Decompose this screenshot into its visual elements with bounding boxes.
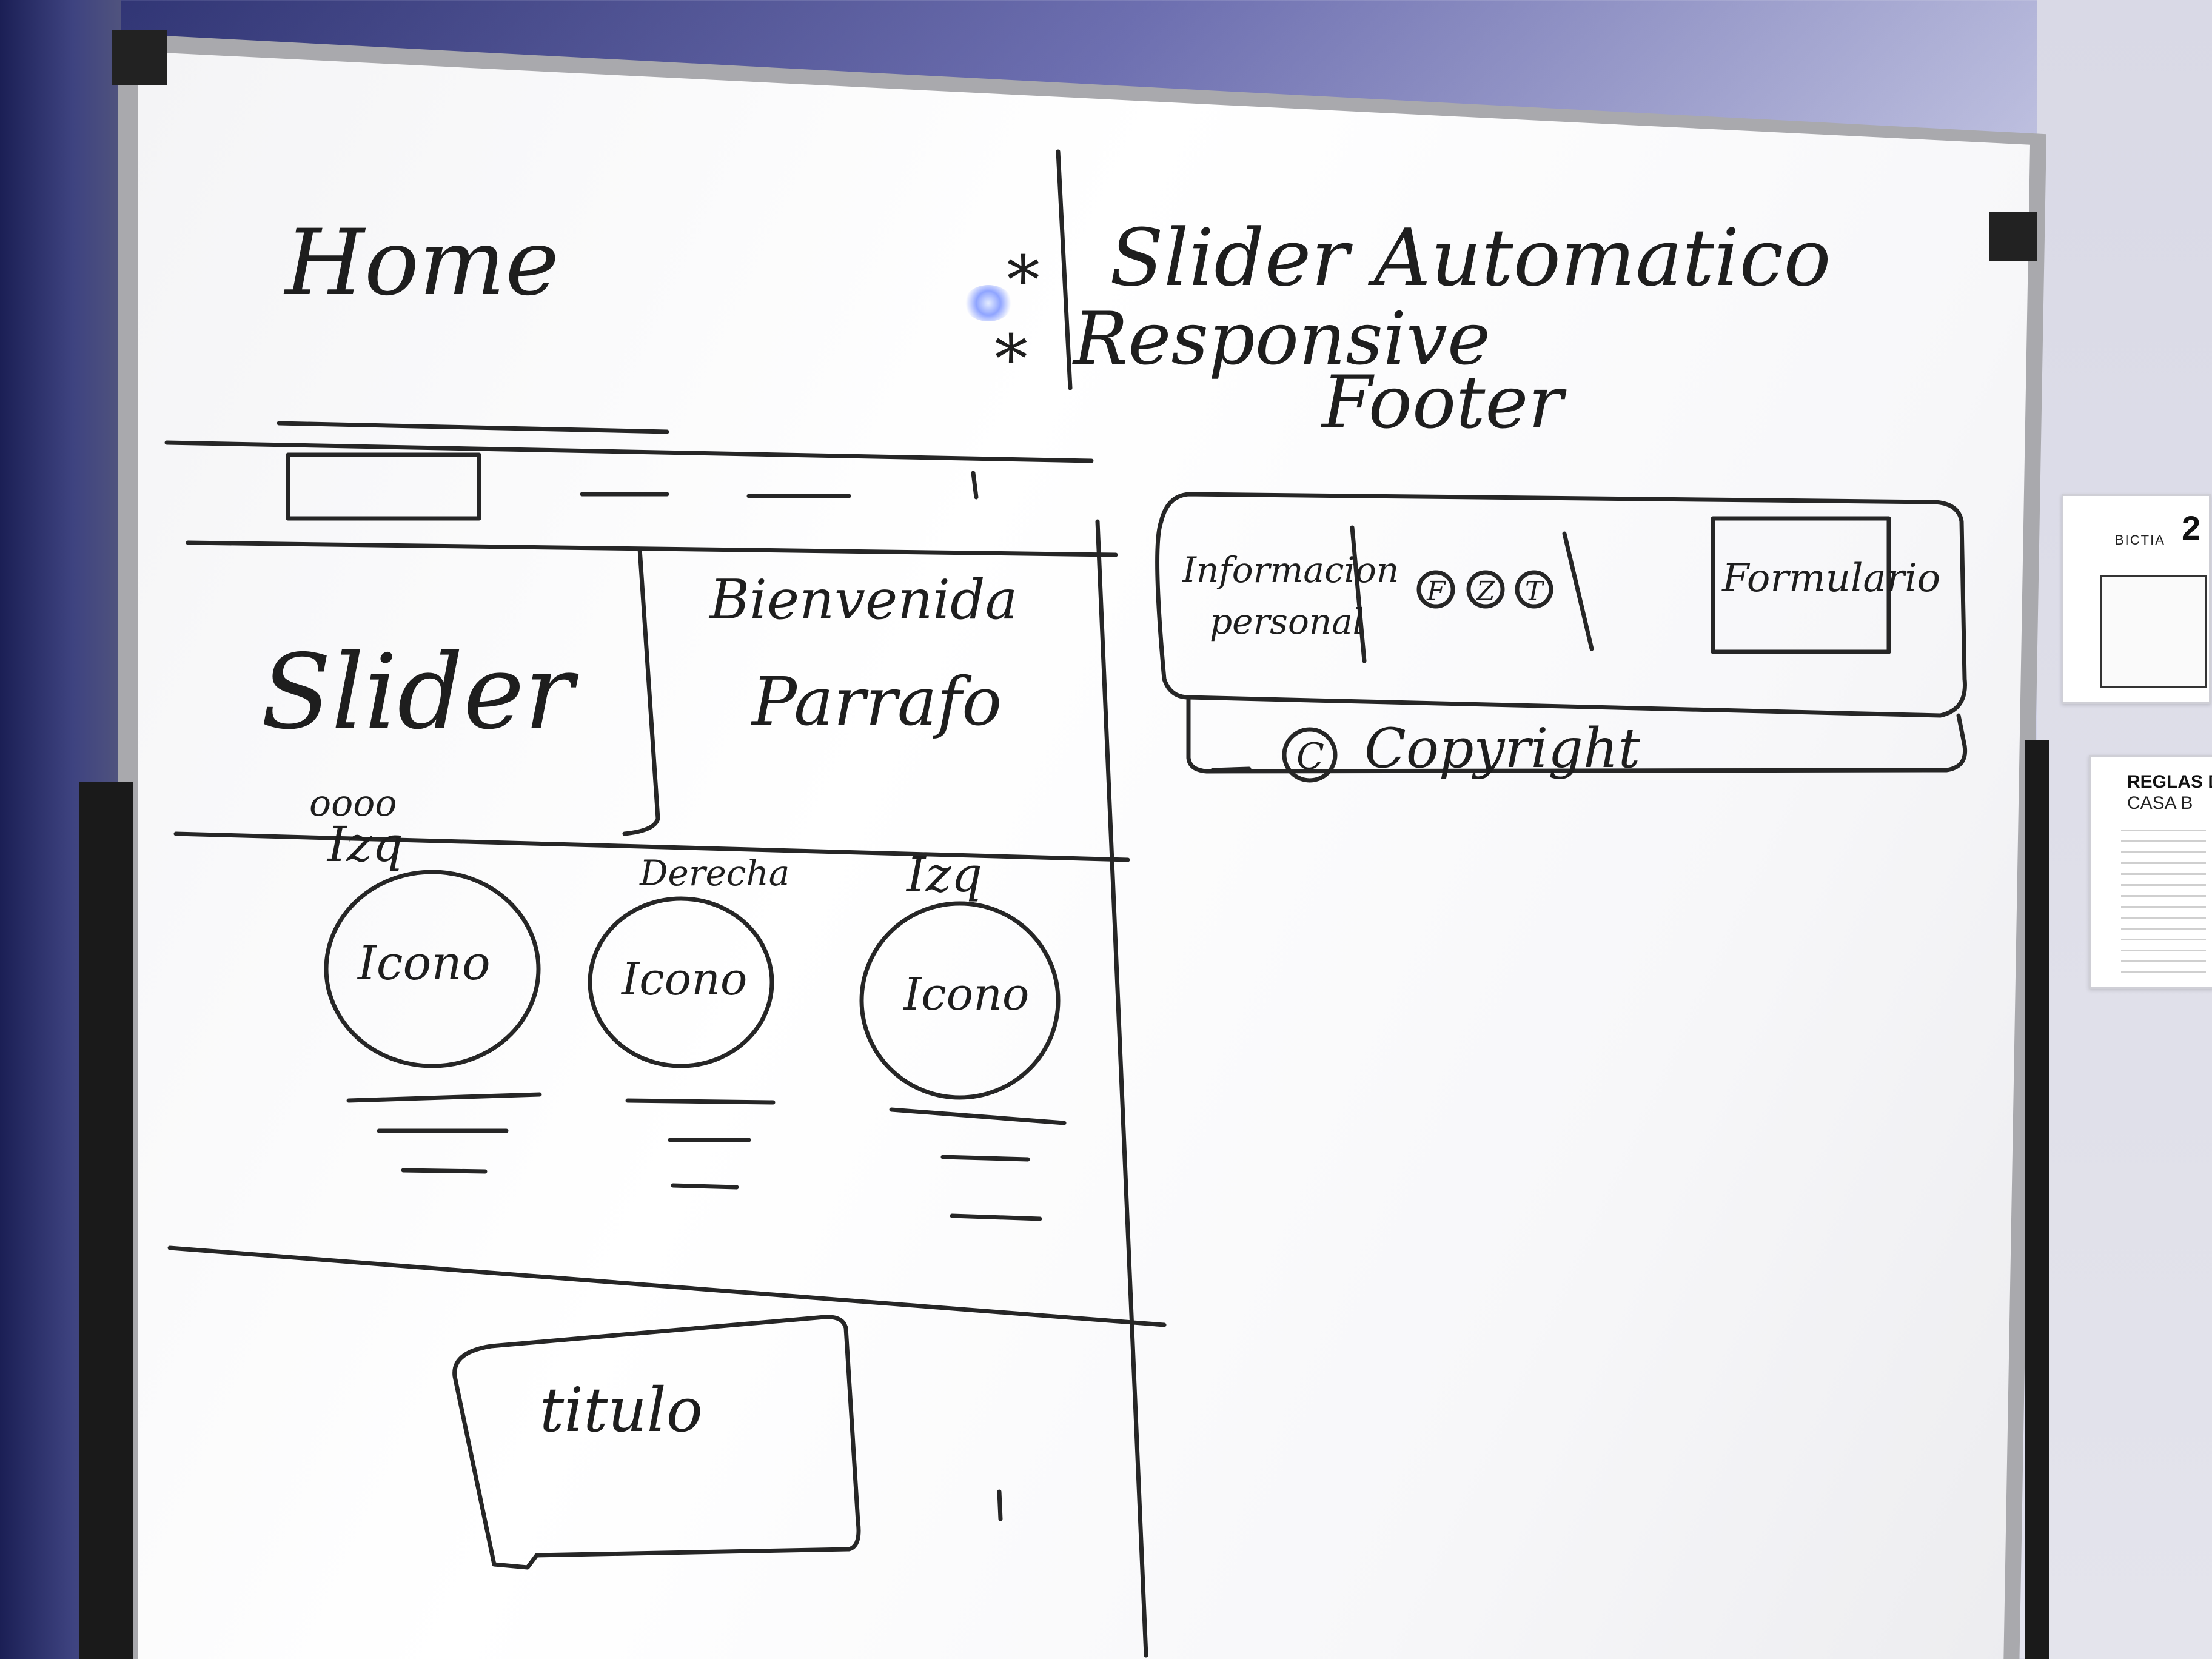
column-1-icon: Icono	[357, 936, 491, 991]
footer-social-icon-2: Z	[1475, 576, 1496, 607]
notes-divider	[1056, 149, 1073, 390]
hero-paragraph: Parrafo	[751, 663, 1002, 740]
footer-social-icon-1-circle	[1416, 570, 1455, 609]
column-2-align: Derecha	[639, 853, 789, 894]
footer-social-icon-2-circle	[1466, 570, 1505, 609]
stand-leg-right	[2025, 740, 2049, 1659]
hero-slider-dots: oooo	[309, 782, 397, 825]
rules-sign-title: REGLAS D	[2127, 772, 2212, 792]
stand-leg-left	[79, 782, 133, 1659]
footer-divider-1	[1350, 525, 1367, 663]
column-1-align: Izq	[326, 816, 403, 873]
footer-info-line-1: Informacion	[1182, 549, 1399, 591]
column-1-text-line-1	[346, 1092, 542, 1103]
title-box	[452, 1315, 861, 1570]
hero-welcome: Bienvenida	[708, 568, 1017, 632]
rules-sign-text-lines	[2121, 830, 2206, 975]
page-right-edge	[1095, 519, 1148, 1658]
note-responsive: Responsive	[1072, 297, 1490, 381]
column-3-text-line-3	[950, 1213, 1042, 1221]
column-2-icon-circle	[588, 896, 774, 1068]
bullet-2: *	[994, 320, 1028, 398]
column-2-icon: Icono	[620, 953, 747, 1005]
copyright-symbol: C	[1296, 736, 1324, 778]
stray-mark	[997, 1489, 1003, 1521]
footer-copyright-dash	[1210, 766, 1252, 773]
footer-info-line-2: personal	[1210, 601, 1364, 642]
floor-map-icon	[2100, 575, 2207, 688]
light-reflection	[964, 285, 1013, 321]
column-3-icon-circle	[859, 901, 1061, 1100]
columns-bottom-line	[167, 1245, 1167, 1327]
footer-form-label: Formulario	[1721, 556, 1940, 601]
column-3-text-line-1	[889, 1107, 1067, 1125]
rules-sign: REGLAS D CASA B	[2089, 755, 2212, 989]
column-1-text-line-3	[401, 1168, 488, 1174]
frame-corner-top-left	[112, 30, 167, 85]
frame-corner-top-right	[1989, 212, 2037, 261]
navbar-bottom-line	[186, 540, 1118, 557]
note-slider-automatico: Slider Automatico	[1110, 212, 1831, 304]
note-footer: Footer	[1321, 361, 1567, 445]
footer-social-icon-3: T	[1525, 576, 1545, 607]
column-2-text-line-3	[671, 1183, 739, 1190]
hero-bottom-line	[173, 831, 1130, 862]
title-box-label: titulo	[540, 1375, 703, 1446]
hero-divider	[622, 546, 660, 836]
navbar-link-3	[971, 471, 979, 500]
navbar-logo-box	[286, 452, 481, 521]
whiteboard-surface	[138, 52, 2030, 1659]
footer-social-icon-1: F	[1426, 576, 1446, 607]
footer-main-box	[1155, 492, 1967, 718]
column-2-text-line-1	[625, 1098, 776, 1105]
column-3-icon: Icono	[902, 968, 1029, 1021]
footer-copyright-box	[1186, 695, 1968, 774]
footer-copyright-text: Copyright	[1364, 717, 1641, 780]
column-1-icon-circle	[324, 870, 541, 1068]
floor-sign: 2 BICTIA	[2062, 494, 2211, 704]
copyright-circle	[1282, 727, 1338, 783]
navbar-top-line	[164, 440, 1094, 463]
floor-sign-brand: BICTIA	[2115, 532, 2165, 548]
footer-divider-2	[1562, 531, 1594, 651]
hero-slider-label: Slider	[261, 632, 579, 752]
footer-form-box	[1711, 516, 1891, 654]
column-3-align: Izq	[905, 846, 982, 903]
home-title: Home	[283, 210, 559, 316]
rules-sign-subtitle: CASA B	[2127, 793, 2193, 813]
bullet-1: *	[1007, 241, 1040, 319]
footer-social-icon-3-circle	[1515, 570, 1553, 609]
navbar-top-line-2	[276, 421, 669, 434]
floor-number: 2	[2182, 509, 2201, 547]
column-3-text-line-2	[940, 1155, 1030, 1162]
